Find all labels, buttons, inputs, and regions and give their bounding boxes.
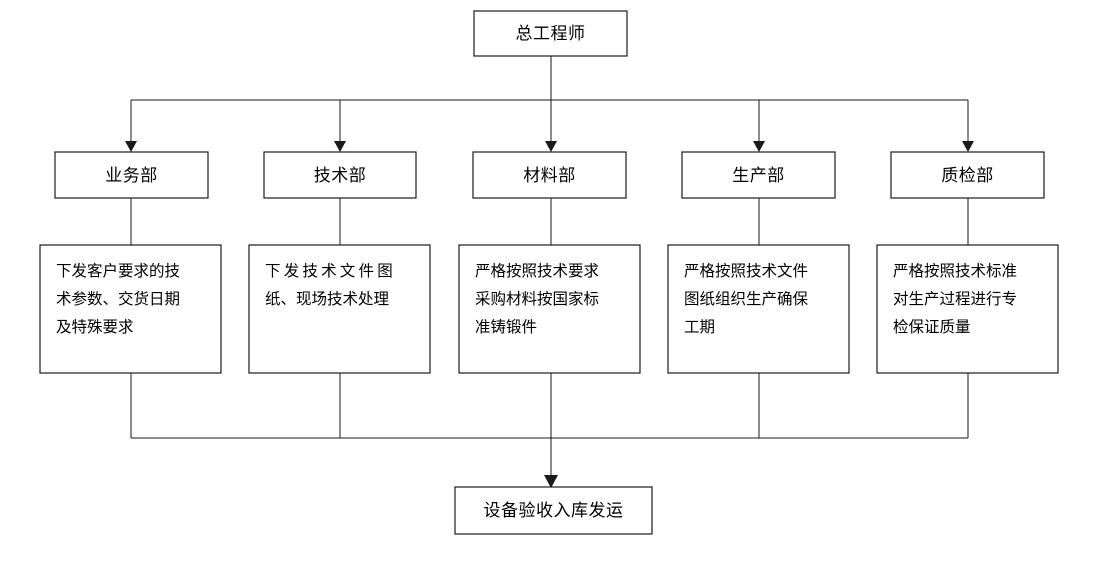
arrowhead-technical bbox=[334, 141, 346, 152]
node-duty-production[interactable] bbox=[667, 244, 850, 374]
arrowhead-acceptance bbox=[544, 475, 558, 488]
node-dept-business[interactable] bbox=[54, 151, 209, 199]
arrowhead-production bbox=[753, 141, 765, 152]
node-dept-quality[interactable] bbox=[890, 151, 1045, 199]
connector-group-bottom bbox=[130, 373, 969, 488]
connector-group-top bbox=[125, 56, 974, 152]
arrowhead-quality bbox=[962, 141, 974, 152]
arrowhead-materials bbox=[545, 141, 557, 152]
connector-group-middle bbox=[130, 198, 969, 245]
node-duty-business[interactable] bbox=[39, 244, 222, 374]
node-duty-technical[interactable] bbox=[248, 244, 431, 374]
node-duty-materials[interactable] bbox=[458, 244, 641, 374]
node-dept-technical[interactable] bbox=[263, 151, 417, 199]
arrowhead-business bbox=[125, 141, 137, 152]
node-dept-materials[interactable] bbox=[472, 151, 627, 199]
node-dept-production[interactable] bbox=[681, 151, 836, 199]
node-acceptance[interactable] bbox=[454, 486, 653, 535]
node-duty-quality[interactable] bbox=[876, 244, 1059, 374]
node-chief-engineer[interactable] bbox=[473, 10, 628, 57]
